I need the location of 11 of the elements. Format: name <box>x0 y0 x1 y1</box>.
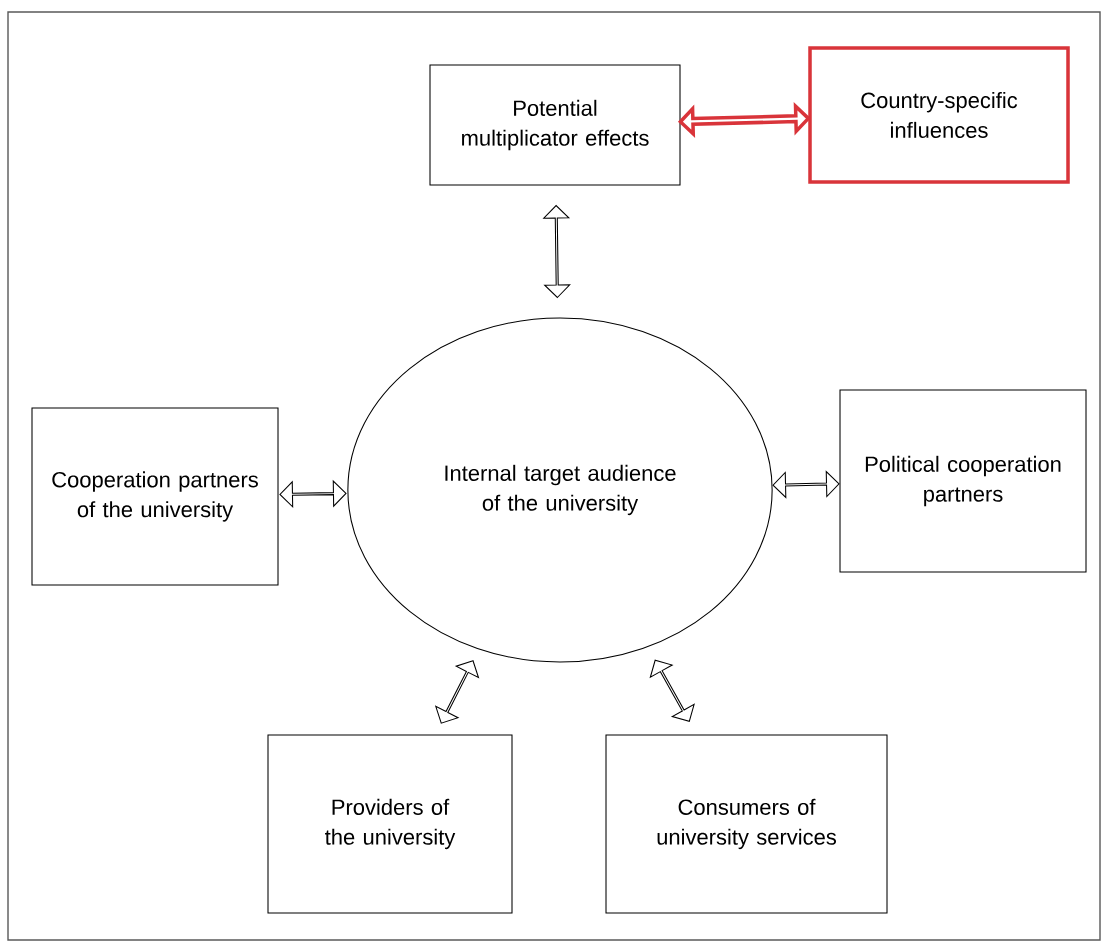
box: Potential multiplicator effects <box>429 64 681 186</box>
double-arrow <box>772 470 840 499</box>
double-arrow <box>542 204 571 299</box>
double-arrow <box>279 479 347 509</box>
box: Political cooperation partners <box>839 389 1087 573</box>
box: Providers of the university <box>267 734 513 914</box>
box: Country-specific influences <box>808 46 1070 184</box>
box: Cooperation partners of the university <box>31 407 279 586</box>
double-arrow <box>649 659 695 722</box>
double-arrow <box>677 102 811 139</box>
box: Consumers of university services <box>605 734 888 914</box>
